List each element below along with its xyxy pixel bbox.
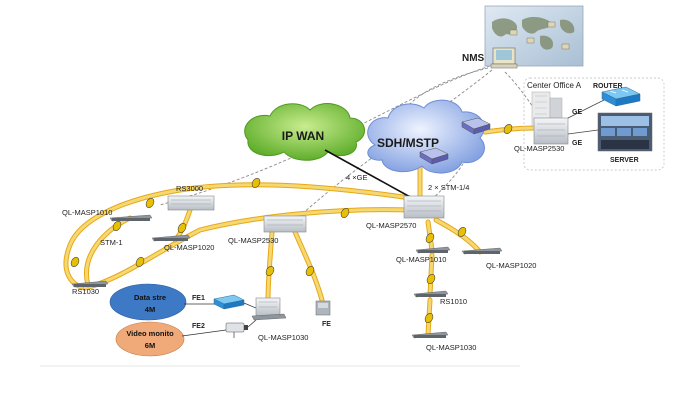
center-office-a: Center Office A QL-MASP2530 ROUTER GE [514,77,665,171]
fe-label: FE [322,321,331,328]
masp1010-left-device [109,214,153,222]
sdh-mstp-label: SDH/MSTP [377,136,439,150]
masp2570-label: QL-MASP2570 [366,221,416,230]
server-label: SERVER [610,157,639,164]
camera-icon [225,322,248,338]
ge-label-top: GE [572,109,582,116]
two-stm-label: 2 × STM-1/4 [428,183,469,192]
masp2530-mid-label: QL-MASP2530 [228,236,278,245]
masp1030-bottom-label: QL-MASP1030 [258,333,308,342]
fiber-marker [426,274,436,284]
wan-to-2570-link [324,149,413,199]
rs1010-label: RS1010 [440,297,467,306]
masp1010-right-device [415,246,451,254]
fe2-label: FE2 [192,323,205,330]
ip-wan-cloud: IP WAN [244,103,365,161]
data-stream-rate: 4M [145,305,155,314]
fiber-marker [251,178,261,188]
world-map-icon [492,17,575,50]
masp1020-left-device [151,234,191,242]
masp1030-right-label: QL-MASP1030 [426,343,476,352]
fiber-marker [503,124,513,134]
data-stream-label: Data stre [134,293,166,302]
router-icon [601,86,641,107]
nms-label: NMS [462,53,485,64]
router-link [567,99,605,119]
fiber-marker [177,223,187,233]
video-monitor-label: Video monito [126,329,174,338]
masp1010-left-label: QL-MASP1010 [62,208,112,217]
fiber-marker [425,233,435,243]
masp1030-bottom-device [251,297,287,321]
fiber-marker [340,208,350,218]
fiber-marker [305,266,315,276]
rs1010-device [413,290,449,298]
stm1-label: STM-1 [100,238,123,247]
masp1030-right-device [411,331,449,339]
nms-to-center-link [504,71,536,111]
sdh-switch-top [461,117,491,135]
masp2530-top-device [533,117,569,145]
sdh-switch-bottom [419,147,449,165]
masp2530-top-label: QL-MASP2530 [514,144,564,153]
center-office-label: Center Office A [527,81,582,90]
fiber-marker [457,227,467,237]
ip-wan-label: IP WAN [282,129,324,143]
ge-label-bottom: GE [572,140,582,147]
data-stream-ellipse: Data stre 4M [109,283,187,321]
fiber-marker [112,221,122,231]
video-monitor-ellipse: Video monito 6M [115,321,185,357]
masp1010-right-label: QL-MASP1010 [396,255,446,264]
masp1020-left-label: QL-MASP1020 [164,243,214,252]
router-label: ROUTER [593,83,623,90]
rs3000-label: RS3000 [176,184,203,193]
fiber-marker [145,198,155,208]
fe1-switch-icon [213,294,245,310]
sdh-mstp-cloud: SDH/MSTP [367,99,491,174]
server-room-image [597,112,653,152]
map-computer-icons [509,21,570,50]
fiber-markers [70,124,513,323]
fiber-marker [265,266,275,276]
four-ge-label: 4 ×GE [346,173,367,182]
center-office-frame [523,77,665,171]
fiber-marker [424,313,434,323]
masp1020-right-label: QL-MASP1020 [486,261,536,270]
nms-station: NMS [462,5,584,69]
masp2570-device [403,195,445,219]
fe-device [315,300,331,316]
fe1-label: FE1 [192,295,205,302]
fe2-link [181,329,227,337]
fe2-to-1030-link [247,319,257,328]
fe1-to-1030-link [243,302,257,309]
rs3000-device [167,195,215,211]
fiber-marker [135,257,145,267]
video-monitor-rate: 6M [145,341,155,350]
rs1030-device [71,280,109,288]
masp1020-right-device [461,247,503,255]
server-link [567,129,599,135]
fiber-marker [70,257,80,267]
rs1030-label: RS1030 [72,287,99,296]
masp2530-mid-device [263,215,307,233]
